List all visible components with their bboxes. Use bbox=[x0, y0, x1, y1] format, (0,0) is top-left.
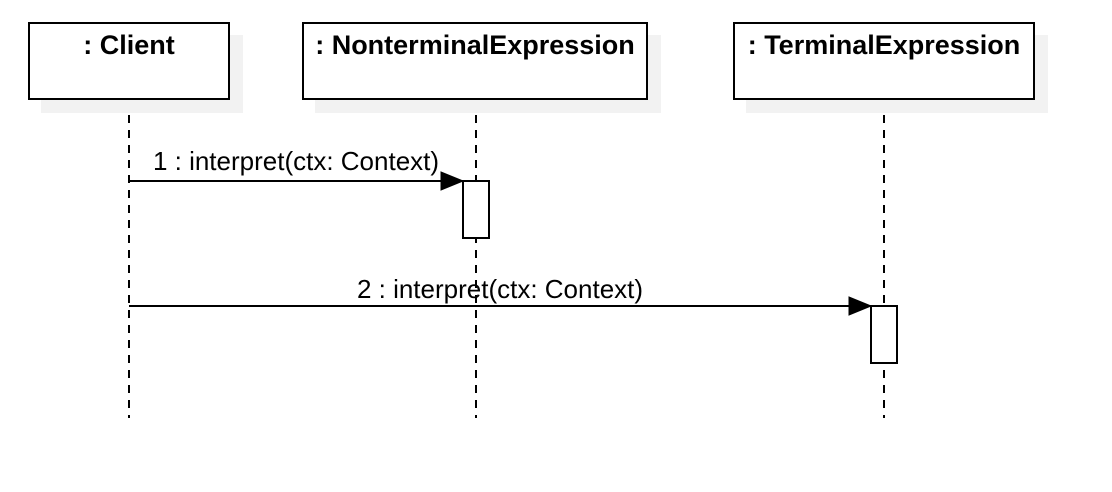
activation-bar-nonterminal bbox=[462, 180, 490, 239]
message-1-arrowhead-icon bbox=[440, 171, 465, 191]
activation-bar-terminal bbox=[870, 305, 898, 364]
actor-box-nonterminal-expression: : NonterminalExpression bbox=[302, 22, 648, 100]
actor-box-client: : Client bbox=[28, 22, 230, 100]
actor-label-client: : Client bbox=[83, 30, 175, 60]
actor-label-nonterminal-expression: : NonterminalExpression bbox=[315, 30, 635, 60]
message-2-arrowhead-icon bbox=[848, 296, 873, 316]
actor-box-terminal-expression: : TerminalExpression bbox=[733, 22, 1035, 100]
actor-label-terminal-expression: : TerminalExpression bbox=[747, 30, 1021, 60]
